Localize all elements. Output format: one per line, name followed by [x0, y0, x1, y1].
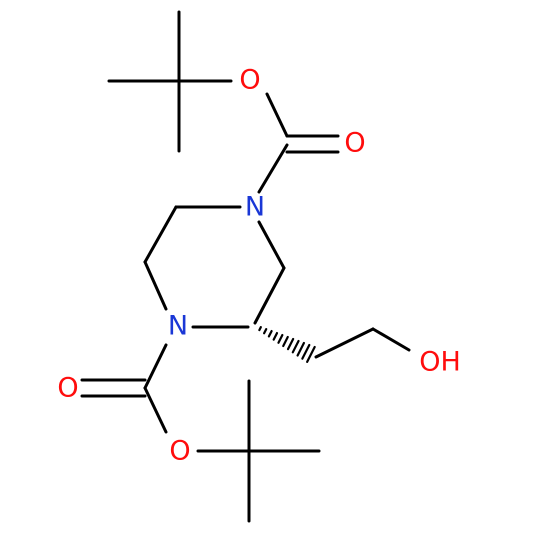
- hash-line: [263, 327, 268, 335]
- atom-label-nitrogen-bottom: N: [168, 311, 188, 342]
- bond: [143, 205, 178, 264]
- hash-line: [277, 333, 284, 344]
- hash-line: [258, 325, 262, 332]
- hash-line: [272, 331, 279, 341]
- atom-label-oxygen-carbonyl-top: O: [344, 128, 365, 159]
- hash-line: [282, 335, 289, 348]
- bond: [314, 327, 375, 359]
- bond: [143, 386, 168, 434]
- bond: [143, 343, 168, 390]
- bond: [265, 92, 289, 138]
- bond: [253, 266, 286, 325]
- bond: [257, 143, 289, 194]
- bond: [371, 327, 411, 352]
- atom-label-oxygen-ester-top: O: [239, 65, 260, 96]
- hash-line: [306, 345, 316, 363]
- hash-line: [286, 337, 295, 351]
- atom-label-oxygen-carbonyl-bottom: O: [57, 373, 78, 404]
- hash-line: [296, 341, 306, 357]
- bond: [143, 260, 168, 311]
- atom-label-nitrogen-top: N: [245, 192, 265, 223]
- hash-line: [301, 343, 311, 360]
- atom-label-hydroxyl: OH: [419, 347, 461, 378]
- bond: [257, 220, 286, 270]
- atom-label-oxygen-ester-bottom: O: [169, 436, 190, 467]
- hash-line: [267, 329, 273, 338]
- hashed-wedge-bond: [258, 325, 316, 363]
- hash-line: [291, 339, 300, 354]
